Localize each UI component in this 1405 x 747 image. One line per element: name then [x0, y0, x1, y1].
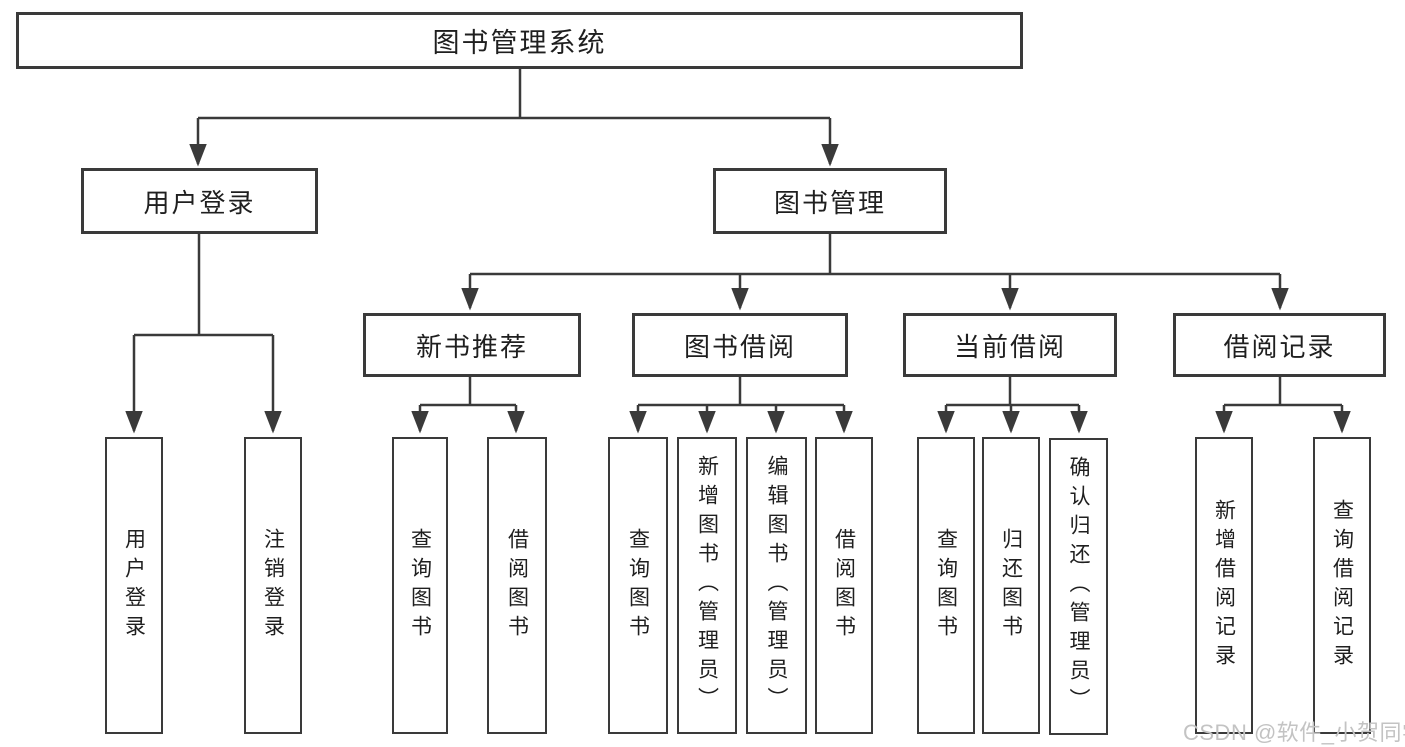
connector-borrowing-trunk — [638, 377, 844, 407]
leaf-borrow-books-recommend: 借阅图书 — [487, 437, 547, 734]
connector-current-trunk — [946, 377, 1079, 407]
leaf-user-login: 用户登录 — [105, 437, 163, 734]
node-current-borrowing: 当前借阅 — [903, 313, 1117, 377]
leaf-edit-book-admin: 编辑图书（管理员） — [746, 437, 807, 734]
leaf-query-books-recommend: 查询图书 — [392, 437, 448, 734]
leaf-return-books: 归还图书 — [982, 437, 1040, 734]
node-book-borrowing: 图书借阅 — [632, 313, 848, 377]
node-new-book-recommend: 新书推荐 — [363, 313, 581, 377]
node-user-login: 用户登录 — [81, 168, 318, 234]
leaf-query-books-borrowing: 查询图书 — [608, 437, 668, 734]
leaf-borrow-books-borrowing: 借阅图书 — [815, 437, 873, 734]
leaf-logout: 注销登录 — [244, 437, 302, 734]
node-book-management: 图书管理 — [713, 168, 947, 234]
node-root-library-system: 图书管理系统 — [16, 12, 1023, 69]
node-borrow-records: 借阅记录 — [1173, 313, 1386, 377]
leaf-query-books-current: 查询图书 — [917, 437, 975, 734]
leaf-confirm-return-admin: 确认归还（管理员） — [1049, 438, 1108, 735]
connector-records-trunk — [1224, 377, 1342, 407]
connector-recommend-trunk — [420, 377, 516, 407]
csdn-watermark: CSDN @软件_小贺同学 — [1183, 720, 1405, 745]
connector-root-trunk — [198, 69, 830, 120]
leaf-query-borrow-record: 查询借阅记录 — [1313, 437, 1371, 734]
leaf-add-borrow-record: 新增借阅记录 — [1195, 437, 1253, 734]
connector-book-management-trunk — [470, 234, 1280, 276]
connector-user-login-trunk — [134, 234, 273, 337]
leaf-add-book-admin: 新增图书（管理员） — [677, 437, 737, 734]
